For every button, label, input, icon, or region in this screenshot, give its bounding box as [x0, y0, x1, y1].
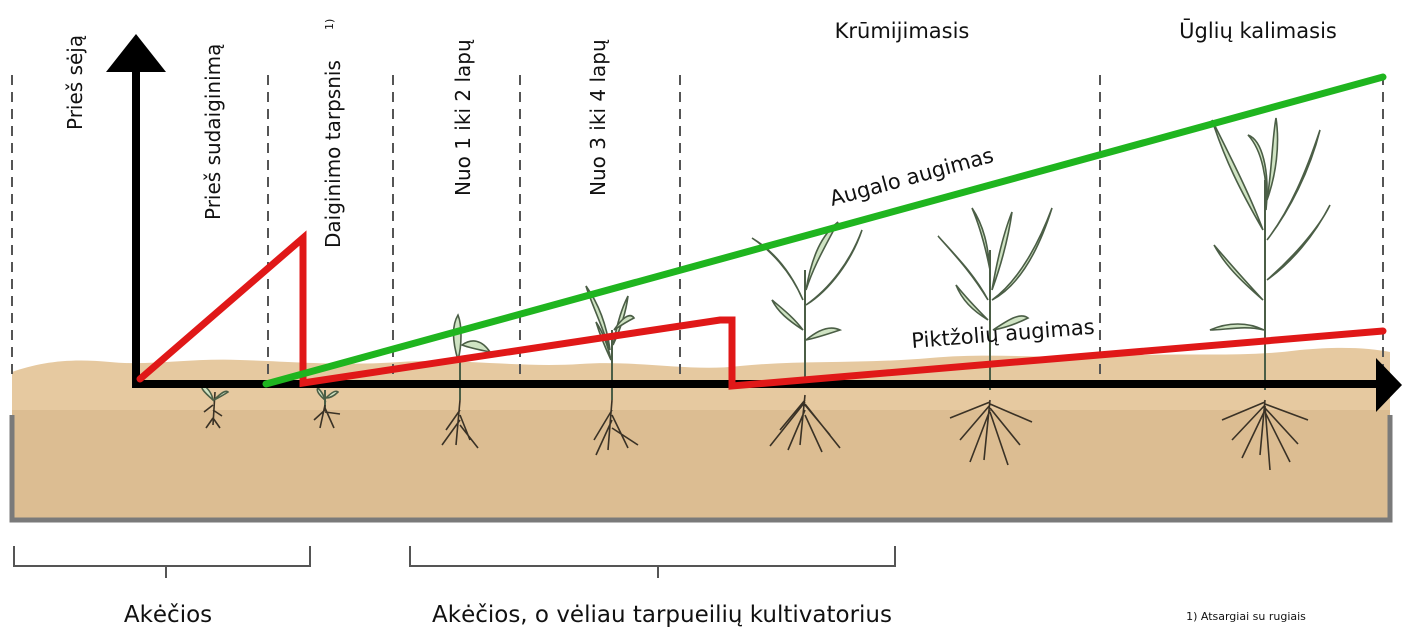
harrows-bracket — [14, 546, 310, 578]
crop-growth-label: Augalo augimas — [827, 143, 996, 211]
stage-label-one-two-leaves: Nuo 1 iki 2 lapų — [451, 39, 475, 196]
stage-label-tillering: Krūmijimasis — [835, 19, 970, 43]
bottom-brackets — [14, 546, 895, 578]
stage-label-before-germination: Prieš sudaiginimą — [201, 44, 225, 220]
weed-growth-label: Piktžolių augimas — [911, 315, 1096, 353]
harrows-cultivator-label: Akėčios, o vėliau tarpueilių kultivatori… — [432, 602, 892, 628]
stage-label-germination: Daiginimo tarpsnis — [321, 60, 345, 248]
soil-band — [12, 348, 1390, 520]
harrows-cultivator-bracket — [410, 546, 895, 578]
stage-label-stem-elongation: Ūglių kalimasis — [1179, 18, 1337, 43]
stage-label-before-sowing: Prieš sėją — [63, 35, 87, 130]
footnote-marker: 1) — [323, 19, 336, 30]
footnote-text: 1) Atsargiai su rugiais — [1186, 610, 1306, 623]
stage-label-three-four-leaves: Nuo 3 iki 4 lapų — [586, 39, 610, 196]
crop-growth-curve — [266, 77, 1383, 384]
y-axis-arrowhead — [106, 34, 166, 72]
harrows-label: Akėčios — [124, 602, 212, 628]
